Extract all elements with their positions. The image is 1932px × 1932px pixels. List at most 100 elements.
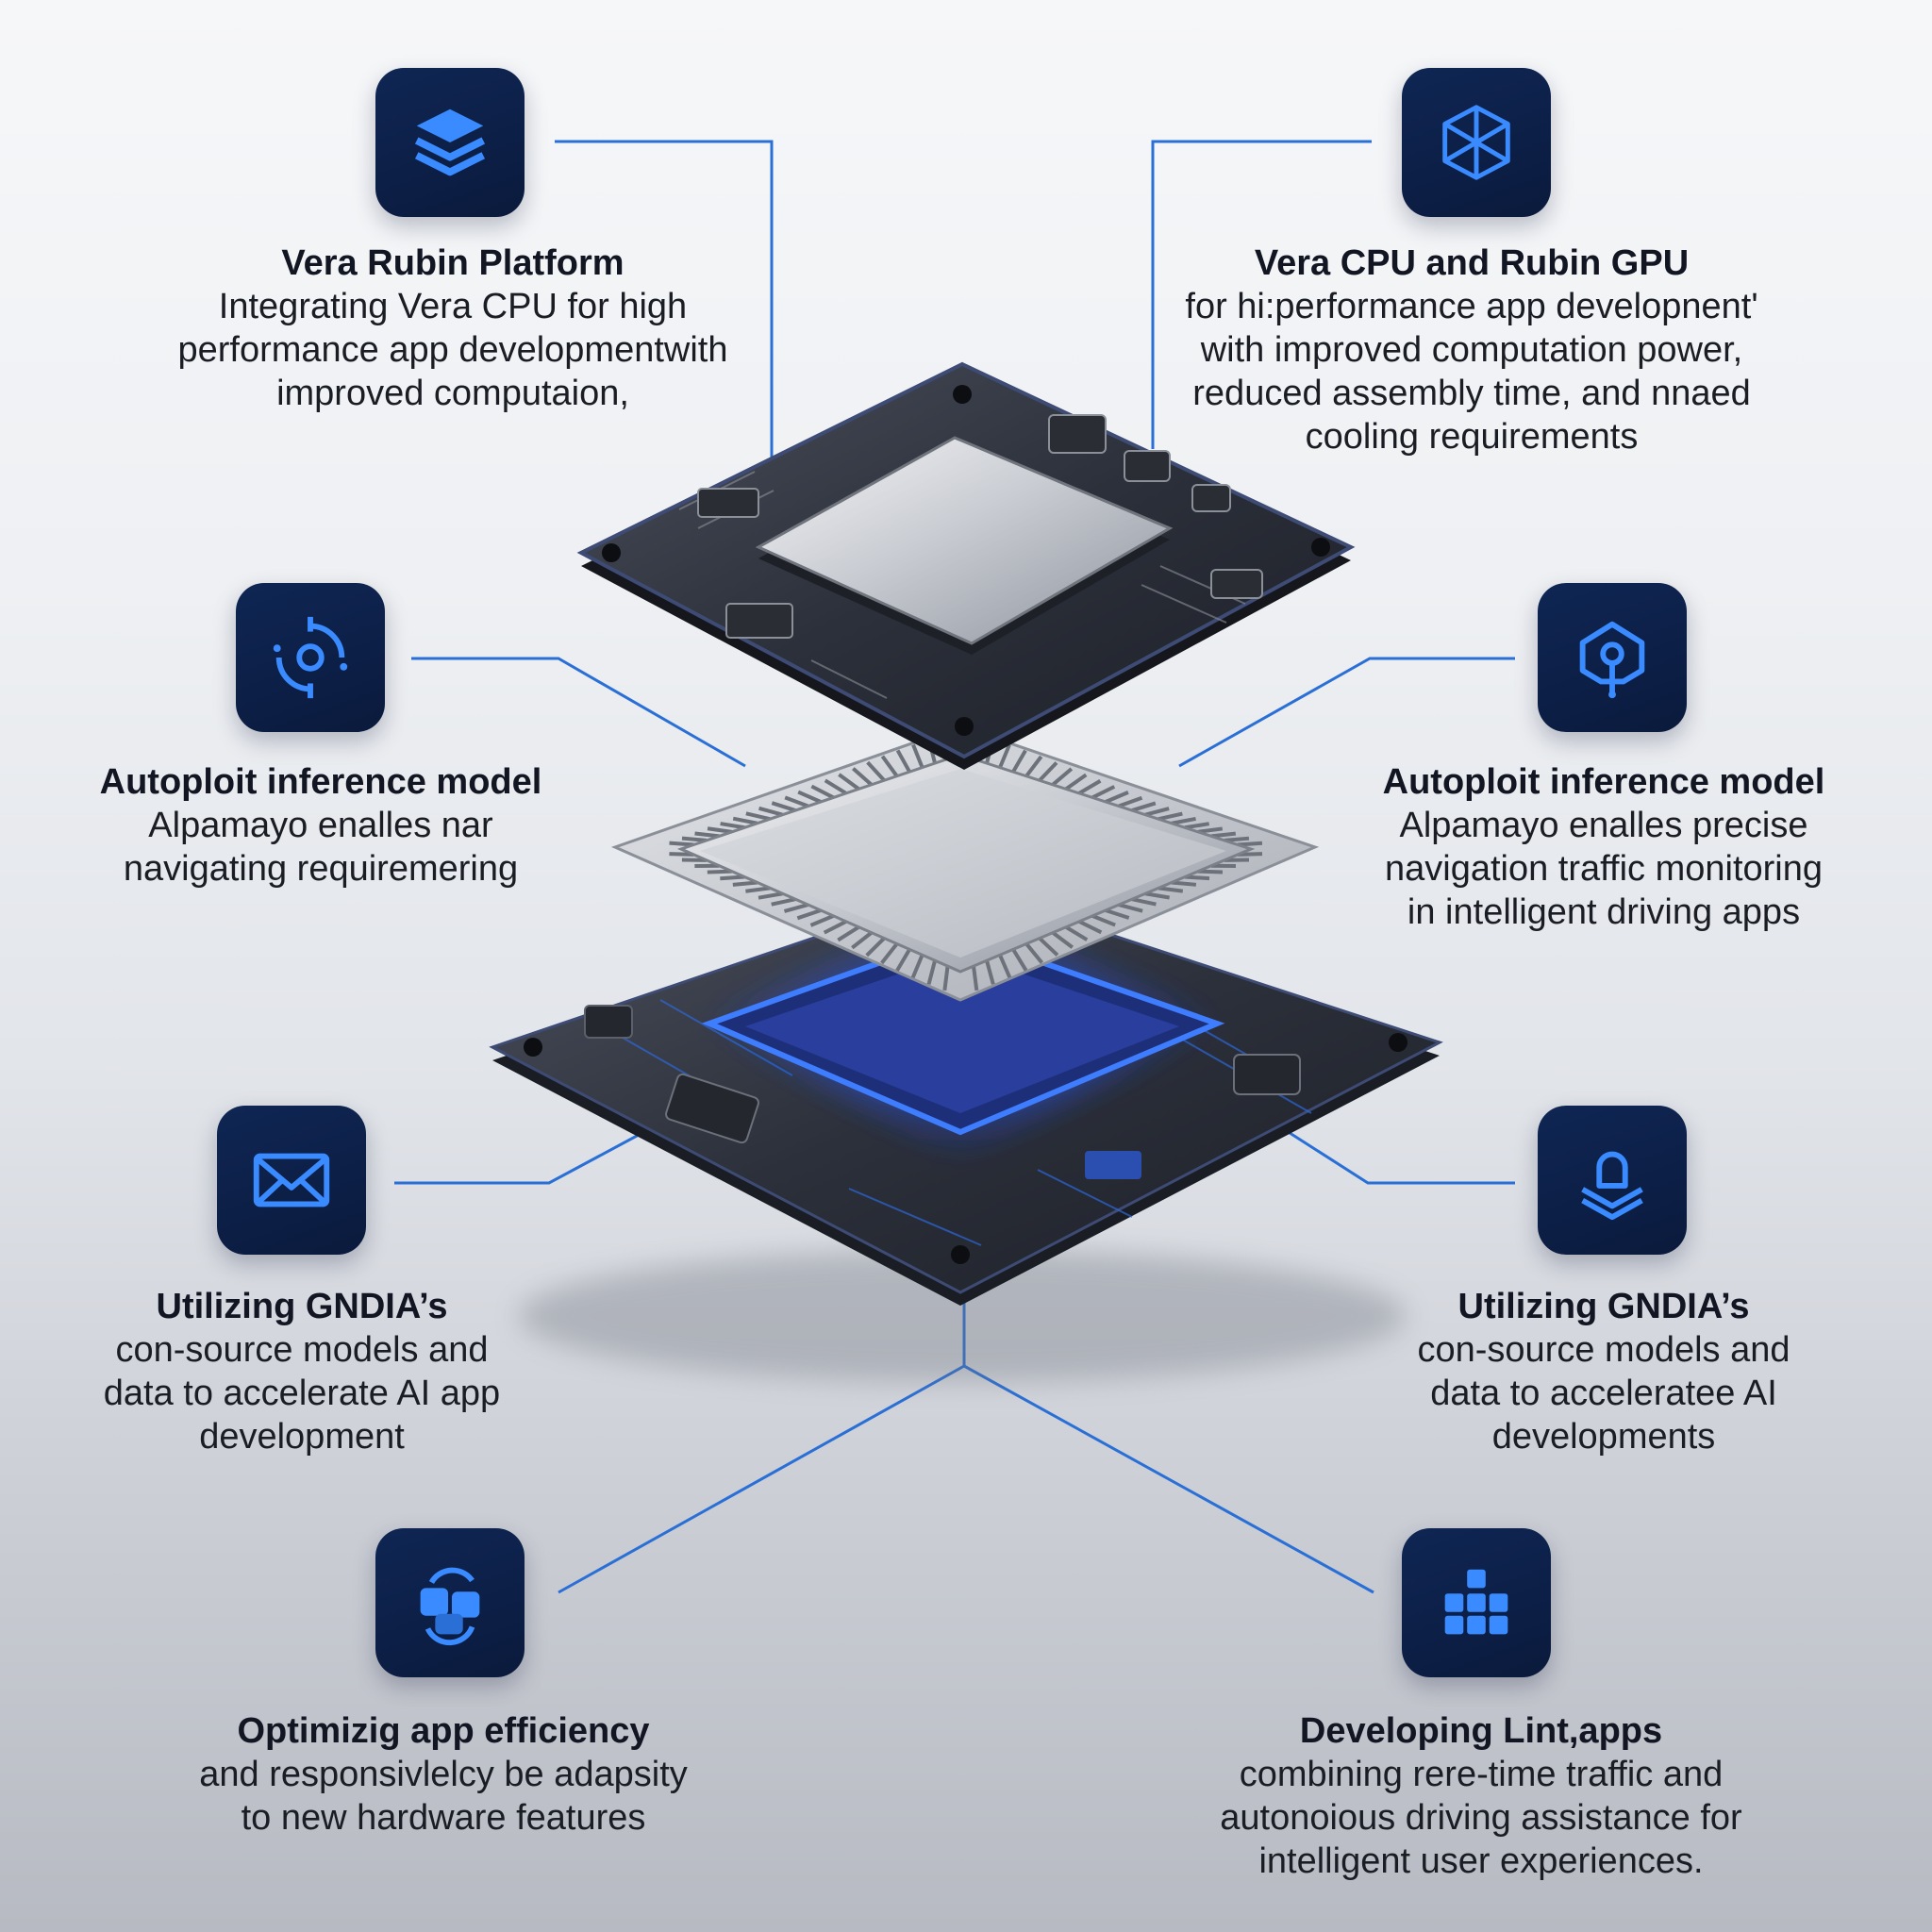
chip-pin [837,925,860,942]
chip-pin [1064,925,1089,941]
chip-pin [1210,831,1237,839]
chip-pin [707,869,732,874]
top-board [576,361,1356,770]
chip-pin [1197,869,1224,874]
chip-pin [1118,795,1143,808]
target-icon [273,616,348,699]
chip-pin [1051,767,1074,787]
feature-title: Developing Lint,apps [1299,1711,1663,1751]
feature-lower-right: Utilizing GNDIA’s con-source models and … [1340,1285,1868,1458]
mail-icon [253,1153,330,1208]
feature-line: and responsivlelcy be adapsity [199,1755,688,1794]
feature-line: to new hardware features [241,1798,646,1838]
chip-pin [1118,903,1143,913]
chip-pin [1171,880,1197,887]
chip-pin [732,816,758,825]
chip-pin [1078,920,1103,935]
connector-mid-right [1178,657,1515,768]
feature-title: Vera CPU and Rubin GPU [1254,243,1690,283]
chip-pin [1171,816,1196,825]
grid-apps-icon [1444,1569,1508,1635]
feature-line: Alpamayo enalles nar [148,806,493,845]
chip-pin [1237,841,1263,847]
chip-pin [926,959,938,985]
chip-pin [998,743,1011,769]
feature-lower-left: Utilizing GNDIA’s con-source models and … [38,1285,566,1458]
chip-pin [1131,897,1157,907]
feature-line: for hi:performance app developnent' [1185,287,1758,326]
feature-line: Alpamayo enalles precise [1399,806,1808,845]
chip-pin [758,891,783,900]
chip-pin [1105,791,1129,804]
feature-line: with improved computation power, [1200,330,1743,370]
chip-pin [1051,931,1074,949]
chip-pin [880,755,899,777]
chip-pin [972,965,979,991]
chip-pin [1024,942,1044,964]
chip-pin [669,841,694,847]
chip-pin [823,920,847,935]
feature-title: Optimizig app efficiency [237,1711,650,1751]
feature-line: developments [1491,1417,1716,1457]
feature-line: intelligent user experiences. [1258,1841,1704,1881]
chip-pin [1064,773,1088,791]
chip-pin [824,778,847,795]
chip-pin [1144,807,1170,817]
connector-lower-left [394,1126,652,1185]
chip-pin [998,954,1012,978]
chip-pin [732,880,758,887]
feature-line: reduced assembly time, and nnaed [1192,374,1751,413]
connector-bottom-left [558,1364,965,1594]
connector-top-right [1151,140,1372,449]
chip-pin [1091,785,1116,800]
chip-pin [771,801,796,812]
chip-pin [783,903,809,913]
chip-pin [745,886,771,893]
connector-mid-left [411,657,746,768]
feature-tile-lower-right [1538,1106,1687,1255]
feature-title: Autoploit inference model [99,762,542,802]
chip-pin [784,795,809,808]
location-house-icon [1579,621,1645,699]
chip-pin [681,836,708,842]
chip-pin [771,897,796,907]
chip-pin [985,959,995,985]
middle-chip [610,724,1320,1002]
connector-bottom-right [963,1364,1374,1594]
cube-icon [1442,105,1510,180]
chip-pin [720,874,745,881]
feature-line: performance app developmentwith [177,330,728,370]
chip-pin [880,942,899,965]
chip-pin [810,784,835,800]
chip-pin [838,773,860,791]
feature-tile-mid-left [236,583,385,732]
connector-lower-right [1273,1121,1515,1185]
feature-title: Utilizing GNDIA’s [156,1287,448,1326]
feature-tile-top-left [375,68,525,217]
feature-line: con-source models and [115,1330,489,1370]
connector-lines [394,140,1515,1594]
chip-pin [720,822,745,830]
feature-line: navigating requiremering [123,849,519,889]
chip-pin [1105,908,1130,920]
chip-pin [694,831,720,839]
chip-pin [758,806,784,817]
feature-line: navigation traffic monitoring [1385,849,1823,889]
feature-line: Integrating Vera CPU for high [218,287,688,326]
chip-pin [1131,801,1157,813]
feature-tile-mid-right [1538,583,1687,732]
feature-line: con-source models and [1417,1330,1790,1370]
chip-pin [797,790,822,804]
chip-pin [1184,874,1210,881]
feature-bottom-left: Optimizig app efficiency and responsivle… [142,1709,745,1840]
connector-top-left [555,140,774,464]
chip-pin [745,811,771,822]
chip-pin [910,954,924,979]
feature-tile-lower-left [217,1106,366,1255]
feature-top-right: Vera CPU and Rubin GPU for hi:performanc… [1132,242,1811,458]
feature-line: data to accelerate AI app [103,1374,501,1413]
feature-mid-left: Autoploit inference model Alpamayo enall… [38,760,604,891]
feature-bottom-right: Developing Lint,apps combining rere-time… [1179,1709,1783,1883]
chip-pin [1158,886,1184,893]
